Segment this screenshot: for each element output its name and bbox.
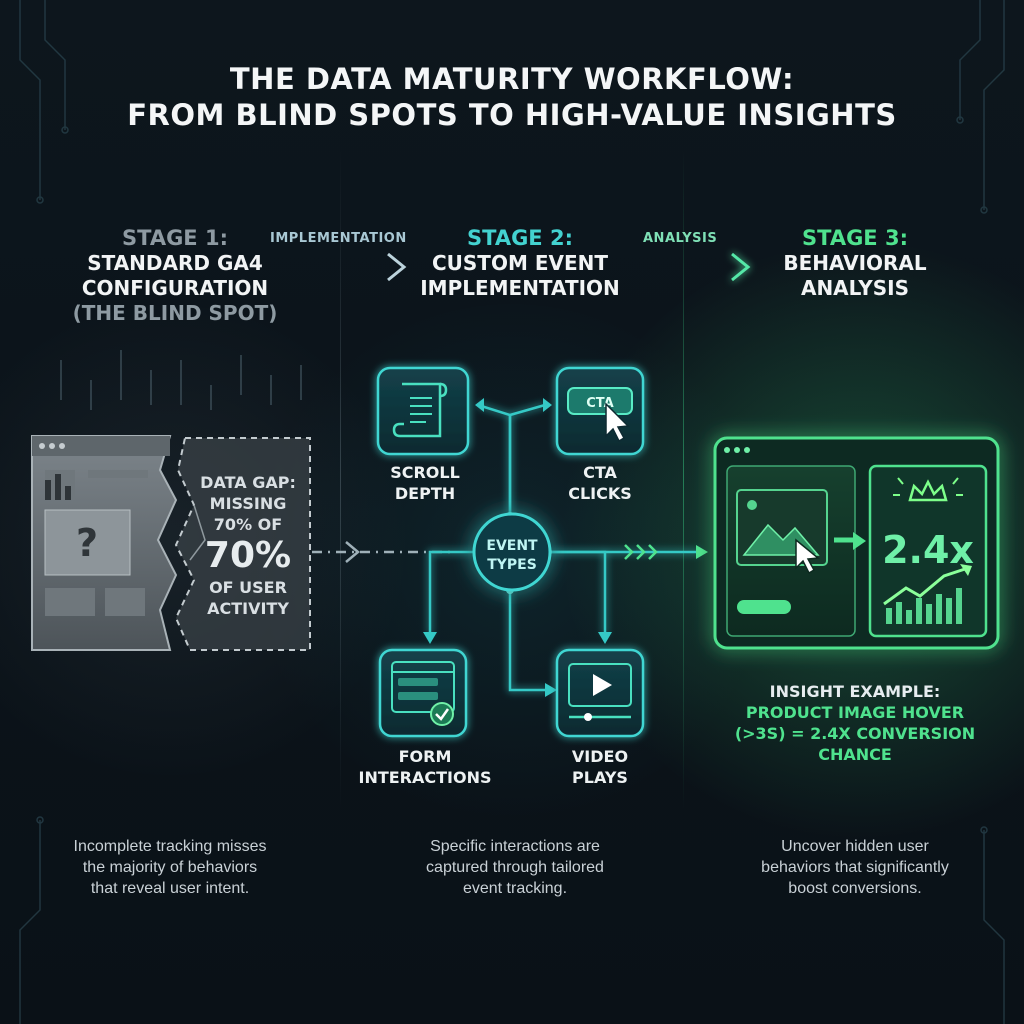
scroll-depth-line1: SCROLL: [390, 463, 460, 482]
stage-1-description: Incomplete tracking misses the majority …: [40, 836, 300, 899]
stage-2-desc-line2: captured through tailored: [426, 859, 604, 876]
scroll-depth-label: SCROLL DEPTH: [365, 462, 485, 504]
stage-3-line2: ANALYSIS: [800, 276, 910, 300]
data-gap-text: DATA GAP: MISSING 70% OF 70% OF USER ACT…: [192, 472, 304, 619]
form-interactions-label: FORM INTERACTIONS: [340, 746, 510, 788]
form-check-icon: [378, 648, 468, 738]
stage-1-sub: (THE BLIND SPOT): [72, 301, 278, 325]
analysis-label: ANALYSIS: [643, 231, 718, 246]
flow-dashed-arrow-icon: [312, 541, 455, 563]
insight-text-line3: CHANCE: [818, 745, 892, 764]
data-gap-line4: OF USER: [209, 578, 287, 597]
stage-2-heading: STAGE 2: CUSTOM EVENT IMPLEMENTATION: [395, 226, 645, 301]
stage-3-desc-line3: boost conversions.: [788, 880, 922, 897]
stage-3-line1: BEHAVIORAL: [783, 251, 927, 275]
event-types-hub: [472, 512, 552, 592]
stage-2-line1: CUSTOM EVENT: [431, 251, 608, 275]
stage-1-number: STAGE 1:: [122, 226, 228, 250]
data-gap-big: 70%: [204, 535, 292, 576]
analysis-arrow-icon: [630, 252, 751, 282]
insight-example-text: PRODUCT IMAGE HOVER (>3S) = 2.4X CONVERS…: [720, 702, 990, 765]
implementation-arrow-icon: [272, 252, 407, 282]
stage-3-description: Uncover hidden user behaviors that signi…: [730, 836, 980, 899]
cta-clicks-label: CTA CLICKS: [540, 462, 660, 504]
stage-1-desc-line1: Incomplete tracking misses: [73, 838, 267, 855]
stage-1-desc-line3: that reveal user intent.: [90, 880, 250, 897]
page-title-line2: FROM BLIND SPOTS TO HIGH-VALUE INSIGHTS: [127, 98, 897, 132]
stage-1-line1: STANDARD GA4: [87, 251, 263, 275]
insight-text-line1: PRODUCT IMAGE HOVER: [745, 703, 965, 722]
stage-divider-2: [683, 150, 684, 810]
insight-browser-window: 2.4x: [713, 436, 1000, 650]
stage-1-line2: CONFIGURATION: [81, 276, 269, 300]
video-plays-label: VIDEO PLAYS: [540, 746, 660, 788]
video-play-icon: [555, 648, 645, 738]
stage-1-desc-line2: the majority of behaviors: [82, 859, 258, 876]
stage-3-desc-line2: behaviors that significantly: [761, 859, 949, 876]
data-stream-icon: [60, 350, 302, 410]
stage-2-number: STAGE 2:: [467, 226, 573, 250]
stage-3-desc-line1: Uncover hidden user: [781, 838, 929, 855]
insight-metric: 2.4x: [882, 528, 974, 572]
cta-clicks-line1: CTA: [583, 463, 617, 482]
stage-2-desc-line3: event tracking.: [462, 880, 568, 897]
cta-clicks-line2: CLICKS: [568, 484, 632, 503]
cta-click-icon: CTA: [555, 366, 645, 456]
stage-3-heading: STAGE 3: BEHAVIORAL ANALYSIS: [740, 226, 970, 301]
video-plays-line1: VIDEO: [571, 747, 629, 766]
scroll-document-icon: [376, 366, 470, 456]
form-interactions-line2: INTERACTIONS: [358, 768, 492, 787]
data-gap-line1: DATA GAP:: [200, 473, 296, 492]
insight-text-line2: (>3S) = 2.4X CONVERSION: [734, 724, 976, 743]
scroll-depth-line2: DEPTH: [394, 484, 456, 503]
stage-divider-1: [340, 150, 341, 810]
data-gap-line2: MISSING: [209, 494, 287, 513]
stage-1-heading: STAGE 1: STANDARD GA4 CONFIGURATION (THE…: [45, 226, 305, 326]
stage-2-description: Specific interactions are captured throu…: [390, 836, 640, 899]
data-gap-line5: ACTIVITY: [207, 599, 289, 618]
video-plays-line2: PLAYS: [572, 768, 628, 787]
insight-example-label: INSIGHT EXAMPLE:: [769, 682, 941, 701]
circuit-decoration-icon: [19, 0, 1005, 1024]
svg-text:?: ?: [76, 521, 98, 565]
data-gap-line3: 70% OF: [213, 515, 283, 534]
hub-label-line1: EVENT: [486, 538, 538, 554]
stage-3-number: STAGE 3:: [802, 226, 908, 250]
page-title-line1: THE DATA MATURITY WORKFLOW:: [229, 62, 795, 96]
chevrons-icon: [624, 544, 658, 560]
hub-connectors: [428, 403, 700, 692]
stage-2-desc-line1: Specific interactions are: [430, 838, 600, 855]
stage-2-line2: IMPLEMENTATION: [420, 276, 620, 300]
broken-browser-icon: ?: [31, 435, 311, 651]
hub-arrowheads: [423, 398, 708, 697]
hub-label-line2: TYPES: [487, 557, 537, 573]
form-interactions-line1: FORM: [398, 747, 452, 766]
implementation-label: IMPLEMENTATION: [270, 231, 407, 246]
